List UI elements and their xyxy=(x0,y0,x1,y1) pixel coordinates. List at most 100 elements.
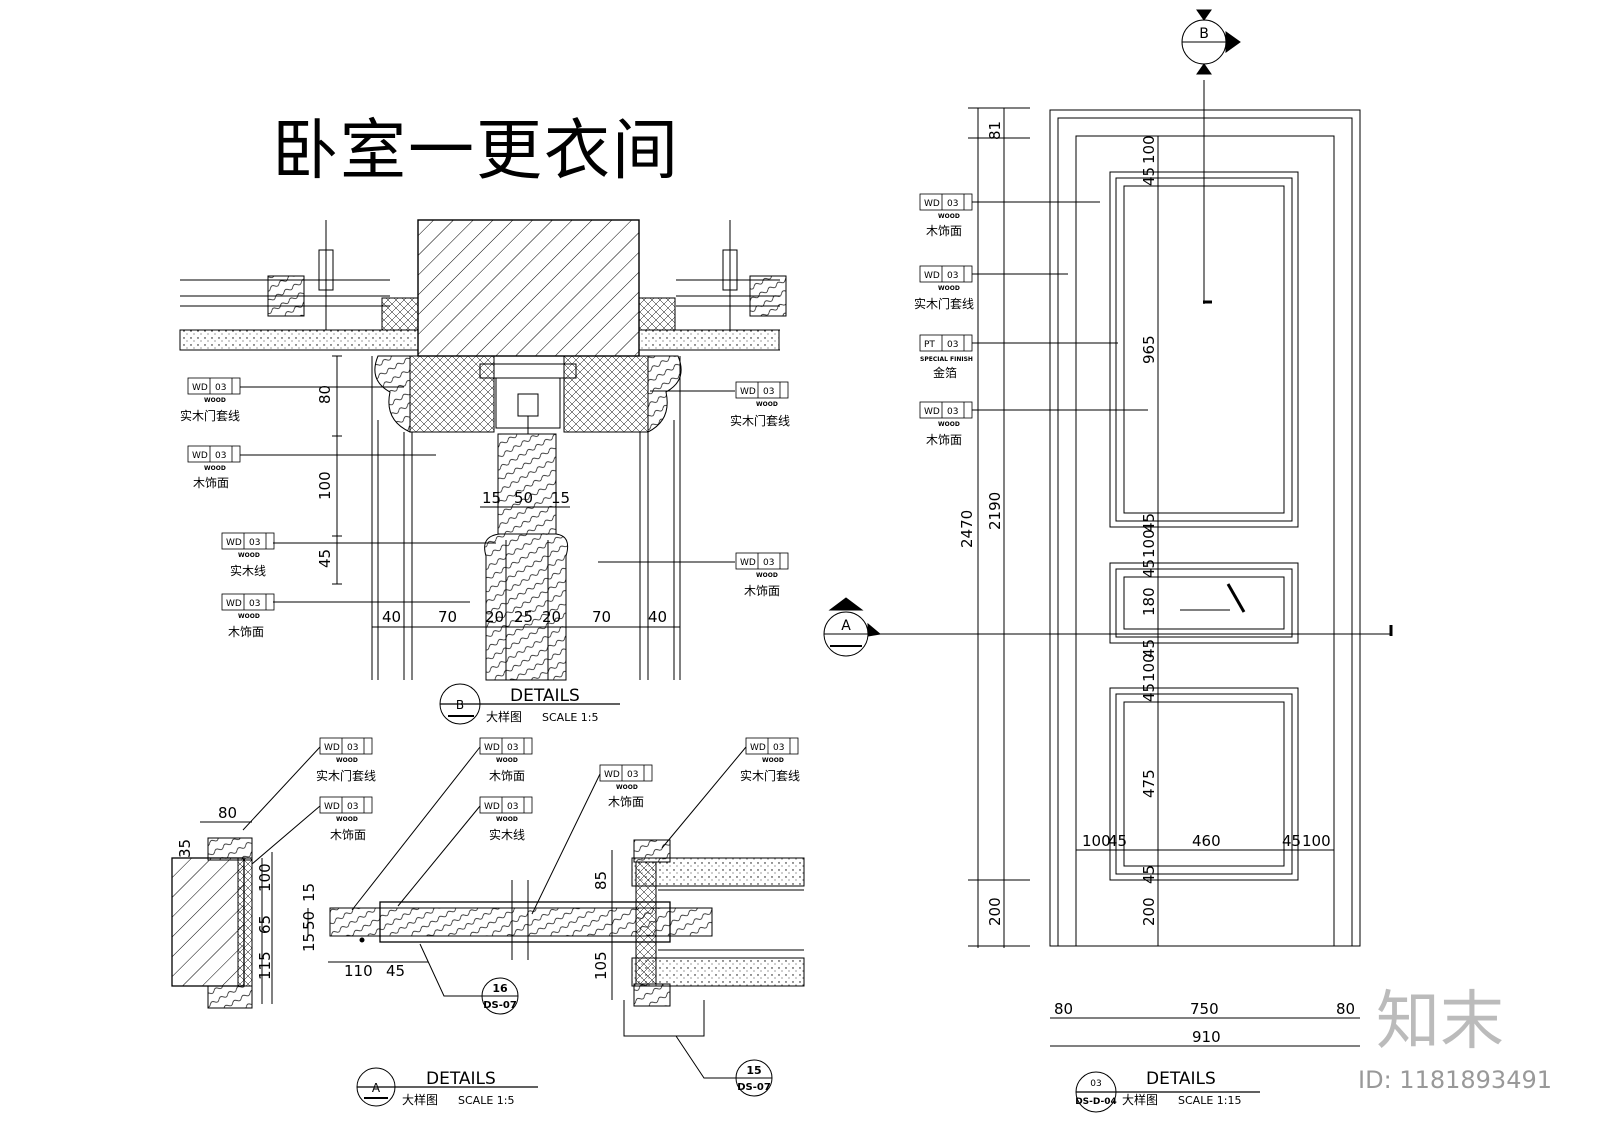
door-panel-bottom xyxy=(1109,687,1299,881)
dim-b-t3: 15 xyxy=(551,489,570,507)
tag-b2-code: WD xyxy=(192,451,208,461)
dim-rail-2: 45 xyxy=(1140,167,1158,186)
tag-a6-code: WD xyxy=(750,743,766,753)
dim-rail-11: 475 xyxy=(1140,769,1158,798)
tag-a3-name: 木饰面 xyxy=(489,769,525,783)
dim-bw-1: 80 xyxy=(1054,1000,1073,1018)
dim-b-h6: 70 xyxy=(592,608,611,626)
dim-rail-6: 45 xyxy=(1140,559,1158,578)
dim-b-h5: 20 xyxy=(542,608,561,626)
callout-a-subtitle: 大样图 xyxy=(402,1092,438,1107)
dim-w-1: 100 xyxy=(1082,832,1111,850)
watermark-brand: 知末 xyxy=(1376,985,1504,1059)
tag-a1-name: 实木门套线 xyxy=(316,768,376,783)
tag-b6-sub: WOOD xyxy=(756,572,778,579)
dim-total-width: 910 xyxy=(1192,1028,1221,1046)
dim-rail-12: 45 xyxy=(1140,865,1158,884)
callout-main-heading: DETAILS xyxy=(1146,1069,1216,1089)
dim-b-h3: 20 xyxy=(485,608,504,626)
ref-15-sheet: DS-07 xyxy=(737,1082,771,1093)
tag-d3-num: 03 xyxy=(947,340,958,350)
material-tags xyxy=(187,193,973,814)
tag-a5-sub: WOOD xyxy=(616,784,638,791)
dim-rail-1: 100 xyxy=(1140,135,1158,164)
tag-d3-name: 金箔 xyxy=(933,365,957,380)
dim-b-h4: 25 xyxy=(514,608,533,626)
tag-b4-num: 03 xyxy=(249,599,260,609)
tag-d4-code: WD xyxy=(924,407,940,417)
dim-rail-3: 965 xyxy=(1140,335,1158,364)
dim-a-m3: 15 xyxy=(300,933,318,952)
tag-a2-sub: WOOD xyxy=(336,816,358,823)
tag-a2-code: WD xyxy=(324,802,340,812)
dim-b-v1: 80 xyxy=(316,385,334,404)
tag-b3-code: WD xyxy=(226,538,242,548)
tag-a6-name: 实木门套线 xyxy=(740,768,800,783)
callout-a-heading: DETAILS xyxy=(426,1069,496,1089)
tag-a5-code: WD xyxy=(604,770,620,780)
dim-b-v2: 100 xyxy=(316,471,334,500)
dim-rail-8: 45 xyxy=(1140,639,1158,658)
dim-door-base-left: 200 xyxy=(986,897,1004,926)
door-panel-mid xyxy=(1109,562,1299,644)
tag-a6-sub: WOOD xyxy=(762,757,784,764)
sliding-door-leaf xyxy=(497,433,557,535)
dim-w-4: 45 xyxy=(1282,832,1301,850)
tag-d2-code: WD xyxy=(924,271,940,281)
callout-a-mark: A xyxy=(372,1081,381,1095)
tag-b1-name: 实木门套线 xyxy=(180,408,240,423)
callout-b-subtitle: 大样图 xyxy=(486,709,522,724)
dim-b-t1: 15 xyxy=(482,489,501,507)
tag-a5-num: 03 xyxy=(627,770,638,780)
concrete-column xyxy=(417,219,640,357)
tag-b2-name: 木饰面 xyxy=(193,476,229,490)
dim-a-m1: 15 xyxy=(300,883,318,902)
dim-door-leaf: 2190 xyxy=(986,492,1004,530)
tag-d2-sub: WOOD xyxy=(938,285,960,292)
tag-b5-sub: WOOD xyxy=(756,401,778,408)
dim-a-b1: 110 xyxy=(344,962,373,980)
tag-b5-name: 实木门套线 xyxy=(730,413,790,428)
tag-d4-sub: WOOD xyxy=(938,421,960,428)
ceiling-slab-left xyxy=(179,329,419,351)
tag-d2-num: 03 xyxy=(947,271,958,281)
section-b-mark: B xyxy=(1199,26,1209,42)
tag-d1-sub: WOOD xyxy=(938,213,960,220)
dim-a-m2: 50 xyxy=(300,911,318,930)
tag-d1-name: 木饰面 xyxy=(926,224,962,238)
tag-a3-sub: WOOD xyxy=(496,757,518,764)
dim-rail-5: 100 xyxy=(1140,529,1158,558)
dim-a-f3: 100 xyxy=(256,863,274,892)
tag-a1-code: WD xyxy=(324,743,340,753)
tag-a1-sub: WOOD xyxy=(336,757,358,764)
dim-b-h2: 70 xyxy=(438,608,457,626)
ref-15-num: 15 xyxy=(746,1064,761,1077)
dim-w-5: 100 xyxy=(1302,832,1331,850)
dim-rail-4: 45 xyxy=(1140,513,1158,532)
tag-d3-code: PT xyxy=(924,340,935,350)
tag-a3-code: WD xyxy=(484,743,500,753)
tag-a5-name: 木饰面 xyxy=(608,795,644,809)
tag-a2-name: 木饰面 xyxy=(330,828,366,842)
dim-rail-13: 200 xyxy=(1140,897,1158,926)
tag-a6-num: 03 xyxy=(773,743,784,753)
tag-b2-sub: WOOD xyxy=(204,465,226,472)
dim-a-f4: 65 xyxy=(256,915,274,934)
dim-w-2: 45 xyxy=(1108,832,1127,850)
tag-a4-num: 03 xyxy=(507,802,518,812)
watermark-id: ID: 1181893491 xyxy=(1358,1066,1552,1094)
tag-d4-name: 木饰面 xyxy=(926,433,962,447)
tag-b6-name: 木饰面 xyxy=(744,584,780,598)
tag-d2-name: 实木门套线 xyxy=(914,296,974,311)
tag-a4-name: 实木线 xyxy=(489,827,525,842)
dim-a-r1: 85 xyxy=(592,871,610,890)
callout-a-scale: SCALE 1:5 xyxy=(458,1094,514,1107)
ref-16-sheet: DS-07 xyxy=(483,1000,517,1011)
dim-a-f2: 35 xyxy=(176,839,194,858)
callout-b-mark: B xyxy=(456,698,464,712)
tag-b6-num: 03 xyxy=(763,558,774,568)
dim-b-v3: 45 xyxy=(316,549,334,568)
callout-main-sheet: DS-D-04 xyxy=(1075,1097,1117,1107)
tag-a4-sub: WOOD xyxy=(496,816,518,823)
